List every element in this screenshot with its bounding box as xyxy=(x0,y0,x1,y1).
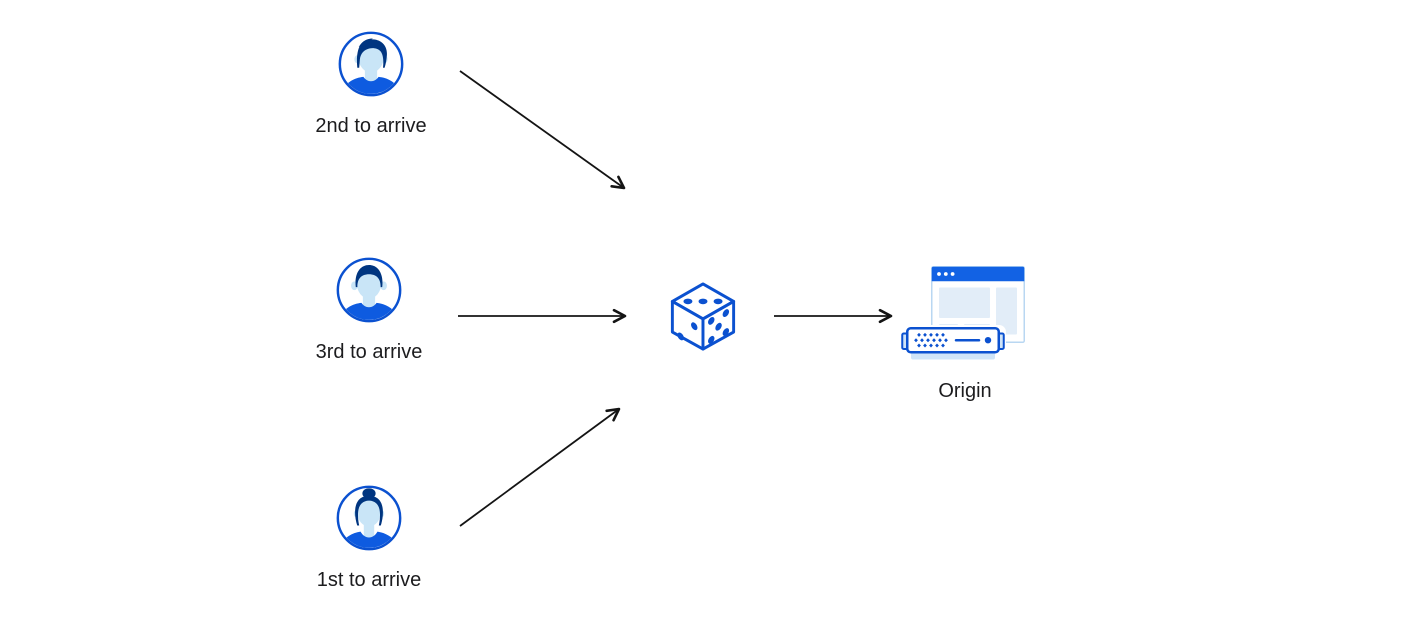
origin-node xyxy=(900,262,1034,372)
arrow-client1-to-dice xyxy=(459,407,621,527)
client-node-3rd: 3rd to arrive xyxy=(285,256,453,364)
user-avatar-man-short-hair-icon xyxy=(336,257,402,323)
client-label-1st: 1st to arrive xyxy=(316,569,422,591)
user-avatar-man-swept-hair-icon xyxy=(338,31,404,97)
user-avatar-woman-bun-icon xyxy=(336,485,402,551)
arrow-client2-to-dice xyxy=(459,70,626,190)
client-label-2nd: 2nd to arrive xyxy=(315,115,427,137)
server-icon xyxy=(900,325,1006,362)
dice-icon xyxy=(670,282,736,351)
client-node-1st: 1st to arrive xyxy=(285,484,453,592)
client-label-3rd: 3rd to arrive xyxy=(315,341,423,363)
origin-label: Origin xyxy=(938,380,992,402)
server-vent-dots xyxy=(914,332,948,348)
client-node-2nd: 2nd to arrive xyxy=(287,30,455,138)
